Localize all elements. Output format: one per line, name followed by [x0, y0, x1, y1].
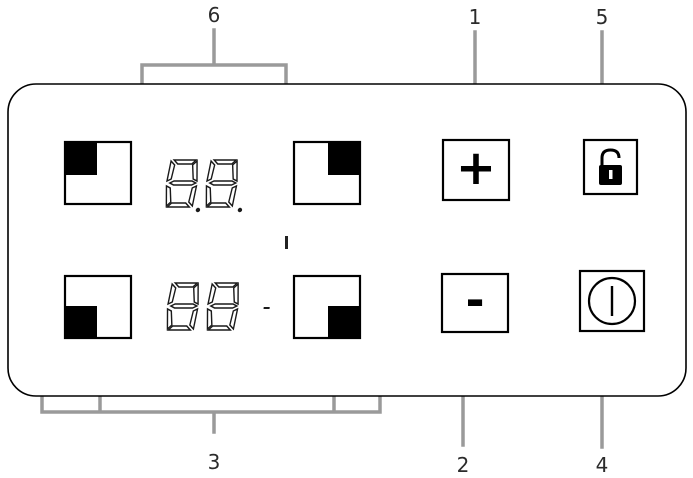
- callout-5: 5: [596, 5, 609, 29]
- callout-6: 6: [208, 3, 221, 27]
- zone-key-top-right[interactable]: [292, 140, 362, 206]
- lock-icon: [599, 148, 622, 185]
- minus-button[interactable]: -: [440, 272, 510, 334]
- display-bottom-dash: [263, 307, 270, 309]
- display-top-degree-dot: [237, 207, 243, 213]
- callout-2: 2: [457, 453, 470, 477]
- plus-symbol: +: [456, 140, 496, 196]
- callout-3: 3: [208, 450, 221, 474]
- plus-button[interactable]: +: [441, 138, 511, 202]
- callout-1: 1: [469, 5, 482, 29]
- minus-symbol: -: [465, 273, 484, 327]
- display-top: [163, 159, 243, 213]
- zone-indicator-bottom-right: [328, 306, 359, 337]
- display-bottom: [164, 282, 270, 331]
- control-panel: [7, 83, 687, 397]
- power-icon: [587, 276, 637, 326]
- power-button[interactable]: [578, 269, 646, 333]
- callout-4: 4: [596, 453, 609, 477]
- zone-indicator-top-right: [328, 143, 359, 175]
- zone-key-top-left[interactable]: [63, 140, 133, 206]
- lock-button[interactable]: [582, 138, 639, 196]
- display-divider-mark: [285, 236, 288, 249]
- display-top-decimal-point: [195, 207, 201, 213]
- zone-indicator-top-left: [66, 143, 97, 175]
- zone-indicator-bottom-left: [66, 306, 97, 337]
- zone-key-bottom-right[interactable]: [292, 274, 362, 340]
- zone-key-bottom-left[interactable]: [63, 274, 133, 340]
